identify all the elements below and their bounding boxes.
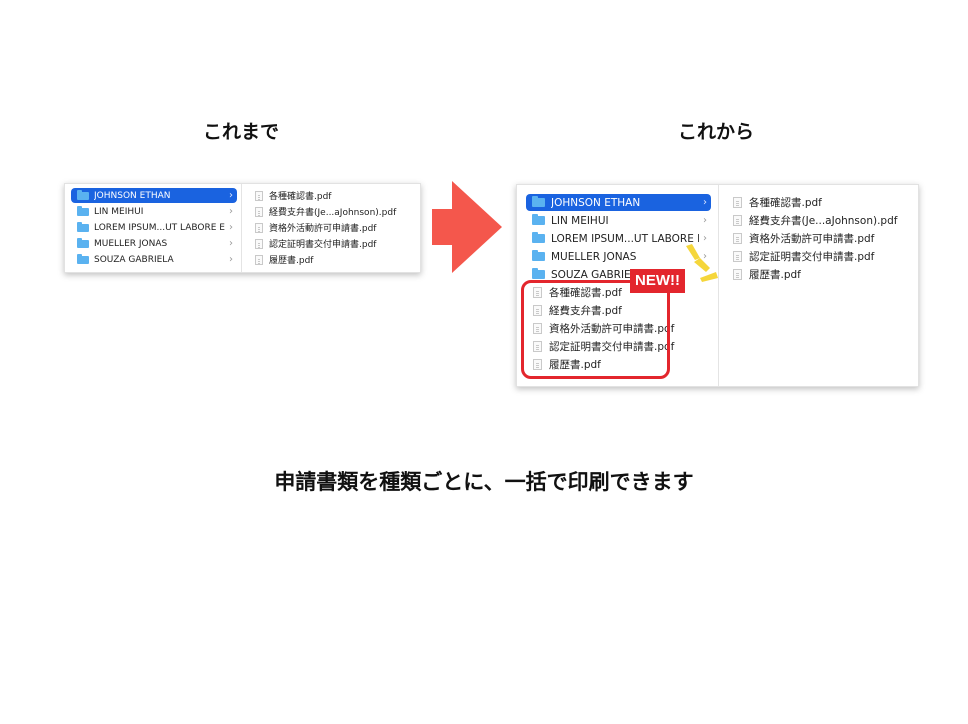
- chevron-right-icon: ›: [229, 254, 233, 265]
- file-label: 資格外活動許可申請書.pdf: [269, 224, 377, 234]
- chevron-right-icon: ›: [229, 190, 233, 201]
- pdf-file-icon: [533, 359, 542, 370]
- new-badge: NEW!!: [630, 269, 685, 293]
- folder-label: JOHNSON ETHAN: [551, 196, 641, 209]
- pdf-file-icon: [533, 323, 542, 334]
- right-arrow-icon: [432, 181, 502, 273]
- file-label: 経費支弁書.pdf: [549, 305, 622, 317]
- category-file-row[interactable]: 経費支弁書.pdf: [533, 302, 683, 319]
- folder-row-johnson-ethan[interactable]: JOHNSON ETHAN ›: [526, 194, 711, 211]
- pdf-file-icon: [733, 215, 742, 226]
- file-row[interactable]: 各種確認書.pdf: [255, 188, 415, 203]
- folder-icon: [532, 232, 545, 243]
- folder-label: JOHNSON ETHAN: [94, 190, 171, 201]
- file-row[interactable]: 経費支弁書(Je...aJohnson).pdf: [733, 212, 913, 229]
- folder-icon: [532, 268, 545, 279]
- file-label: 各種確認書.pdf: [549, 287, 622, 299]
- pdf-file-icon: [733, 197, 742, 208]
- folder-icon: [532, 196, 545, 207]
- folder-icon: [77, 253, 89, 264]
- file-row[interactable]: 各種確認書.pdf: [733, 194, 913, 211]
- file-label: 履歴書.pdf: [749, 269, 801, 281]
- after-title: これから: [677, 121, 755, 143]
- folder-row-lin-meihui[interactable]: LIN MEIHUI ›: [526, 212, 711, 229]
- folder-row-lorem-ipsum[interactable]: LOREM IPSUM...UT LABORE E ›: [71, 220, 237, 235]
- file-row[interactable]: 認定証明書交付申請書.pdf: [733, 248, 913, 265]
- category-file-row[interactable]: 資格外活動許可申請書.pdf: [533, 320, 683, 337]
- folder-icon: [77, 237, 89, 248]
- sparkle-icon: [686, 244, 718, 282]
- category-file-row[interactable]: 各種確認書.pdf: [533, 284, 683, 301]
- folder-row-souza-gabriela[interactable]: SOUZA GABRIELA ›: [71, 252, 237, 267]
- chevron-right-icon: ›: [229, 206, 233, 217]
- file-label: 各種確認書.pdf: [269, 192, 332, 202]
- chevron-right-icon: ›: [703, 197, 707, 208]
- file-column: 各種確認書.pdf 経費支弁書(Je...aJohnson).pdf 資格外活動…: [245, 184, 417, 272]
- file-label: 経費支弁書(Je...aJohnson).pdf: [749, 215, 898, 227]
- file-row[interactable]: 履歴書.pdf: [733, 266, 913, 283]
- category-file-row[interactable]: 履歴書.pdf: [533, 356, 683, 373]
- file-label: 各種確認書.pdf: [749, 197, 822, 209]
- chevron-right-icon: ›: [703, 251, 707, 262]
- file-label: 履歴書.pdf: [549, 359, 601, 371]
- pdf-file-icon: [733, 269, 742, 280]
- file-label: 認定証明書交付申請書.pdf: [549, 341, 675, 353]
- file-row[interactable]: 資格外活動許可申請書.pdf: [255, 220, 415, 235]
- pdf-file-icon: [255, 206, 263, 217]
- file-label: 履歴書.pdf: [269, 256, 314, 266]
- folder-label: MUELLER JONAS: [94, 238, 168, 249]
- pdf-file-icon: [533, 341, 542, 352]
- chevron-right-icon: ›: [703, 233, 707, 244]
- pdf-file-icon: [733, 233, 742, 244]
- file-label: 認定証明書交付申請書.pdf: [269, 240, 377, 250]
- before-title: これまで: [202, 121, 280, 143]
- folder-label: LIN MEIHUI: [94, 206, 144, 217]
- folder-row-mueller-jonas[interactable]: MUELLER JONAS ›: [71, 236, 237, 251]
- new-feature-highlight: [521, 280, 670, 379]
- folder-row-mueller-jonas[interactable]: MUELLER JONAS ›: [526, 248, 711, 265]
- folder-row-lin-meihui[interactable]: LIN MEIHUI ›: [71, 204, 237, 219]
- file-column: 各種確認書.pdf 経費支弁書(Je...aJohnson).pdf 資格外活動…: [723, 185, 915, 386]
- before-finder-window: JOHNSON ETHAN › LIN MEIHUI › LOREM IPSUM…: [64, 183, 421, 273]
- folder-row-johnson-ethan[interactable]: JOHNSON ETHAN ›: [71, 188, 237, 203]
- caption: 申請書類を種類ごとに、一括で印刷できます: [274, 470, 694, 494]
- file-label: 資格外活動許可申請書.pdf: [549, 323, 675, 335]
- column-divider: [718, 185, 719, 386]
- folder-icon: [77, 189, 89, 200]
- folder-label: MUELLER JONAS: [551, 250, 637, 263]
- folder-label: LOREM IPSUM...UT LABORE E: [551, 232, 699, 245]
- file-row[interactable]: 経費支弁書(Je...aJohnson).pdf: [255, 204, 415, 219]
- pdf-file-icon: [533, 305, 542, 316]
- folder-column: JOHNSON ETHAN › LIN MEIHUI › LOREM IPSUM…: [71, 184, 237, 272]
- column-divider: [241, 184, 242, 272]
- file-row[interactable]: 履歴書.pdf: [255, 252, 415, 267]
- folder-label: SOUZA GABRIELA: [551, 268, 644, 281]
- folder-row-souza-gabriela[interactable]: SOUZA GABRIELA: [526, 266, 711, 283]
- after-finder-window: JOHNSON ETHAN › LIN MEIHUI › LOREM IPSUM…: [516, 184, 919, 387]
- pdf-file-icon: [255, 254, 263, 265]
- pdf-file-icon: [533, 287, 542, 298]
- pdf-file-icon: [255, 222, 263, 233]
- chevron-right-icon: ›: [229, 238, 233, 249]
- file-row[interactable]: 資格外活動許可申請書.pdf: [733, 230, 913, 247]
- folder-label: LOREM IPSUM...UT LABORE E: [94, 222, 225, 233]
- file-label: 認定証明書交付申請書.pdf: [749, 251, 875, 263]
- category-file-row[interactable]: 認定証明書交付申請書.pdf: [533, 338, 683, 355]
- file-label: 経費支弁書(Je...aJohnson).pdf: [269, 208, 397, 218]
- folder-icon: [77, 205, 89, 216]
- folder-icon: [77, 221, 89, 232]
- file-label: 資格外活動許可申請書.pdf: [749, 233, 875, 245]
- pdf-file-icon: [255, 238, 263, 249]
- file-row[interactable]: 認定証明書交付申請書.pdf: [255, 236, 415, 251]
- folder-icon: [532, 250, 545, 261]
- folder-column: JOHNSON ETHAN › LIN MEIHUI › LOREM IPSUM…: [526, 185, 716, 386]
- folder-icon: [532, 214, 545, 225]
- folder-row-lorem-ipsum[interactable]: LOREM IPSUM...UT LABORE E ›: [526, 230, 711, 247]
- chevron-right-icon: ›: [703, 215, 707, 226]
- pdf-file-icon: [255, 190, 263, 201]
- folder-label: LIN MEIHUI: [551, 214, 609, 227]
- chevron-right-icon: ›: [229, 222, 233, 233]
- pdf-file-icon: [733, 251, 742, 262]
- folder-label: SOUZA GABRIELA: [94, 254, 174, 265]
